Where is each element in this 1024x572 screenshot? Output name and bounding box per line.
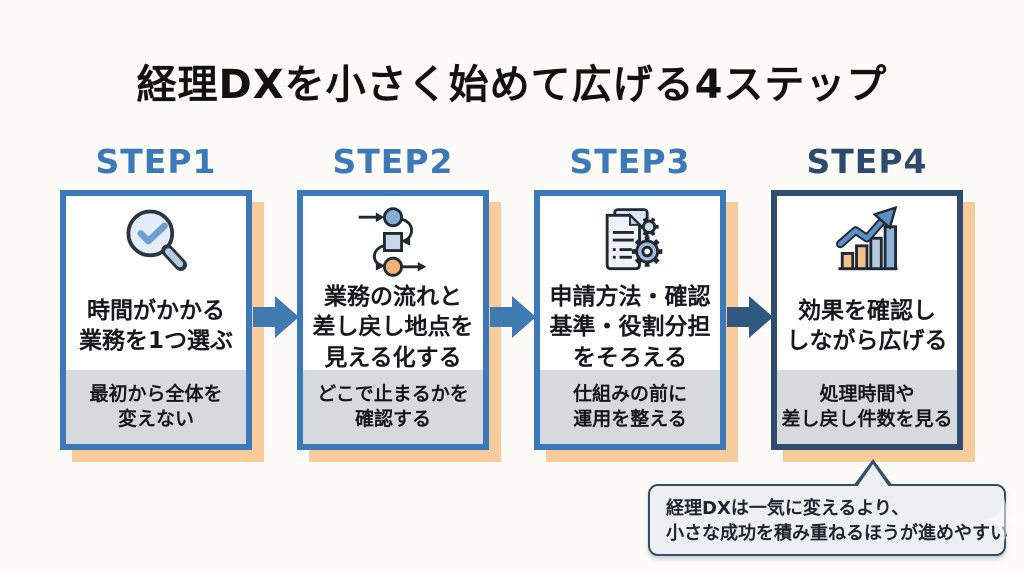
magnifier-check-icon — [116, 202, 196, 282]
step2-card: 業務の流れと 差し戻し地点を 見える化する どこで止まるかを 確認する — [297, 190, 489, 450]
step2-heading: STEP2 — [332, 142, 454, 181]
step4-heading: STEP4 — [806, 142, 928, 181]
step1-main-text: 時間がかかる 業務を1つ選ぶ — [78, 297, 233, 354]
arrow-step2-to-step3-icon — [490, 296, 536, 338]
step3-heading: STEP3 — [569, 142, 691, 181]
step2-main-text: 業務の流れと 差し戻し地点を 見える化する — [312, 284, 474, 370]
growth-chart-icon — [827, 202, 907, 282]
step1-card: 時間がかかる 業務を1つ選ぶ 最初から全体を 変えない — [60, 190, 252, 450]
step1-footer-note: 最初から全体を 変えない — [66, 370, 246, 444]
arrow-step3-to-step4-icon — [727, 296, 773, 338]
step1-heading: STEP1 — [95, 142, 217, 181]
callout-bubble: 経理DXは一気に変えるより、 小さな成功を積み重ねるほうが進めやすい — [648, 459, 1008, 556]
step4-main-text: 効果を確認し しながら広げる — [786, 297, 948, 354]
arrow-step1-to-step2-icon — [253, 296, 299, 338]
step4-footer-note: 処理時間や 差し戻し件数を見る — [777, 370, 957, 444]
callout-line-1: 経理DXは一気に変えるより、 — [666, 498, 910, 519]
step3-card: 申請方法・確認 基準・役割分担 をそろえる 仕組みの前に 運用を整える — [534, 190, 726, 450]
step2-footer-note: どこで止まるかを 確認する — [303, 370, 483, 444]
step3-main-text: 申請方法・確認 基準・役割分担 をそろえる — [549, 284, 711, 370]
page-title: 経理DXを小さく始めて広げる4ステップ — [136, 62, 888, 108]
process-flow-icon — [353, 202, 433, 282]
step4-card: 効果を確認し しながら広げる 処理時間や 差し戻し件数を見る — [771, 190, 963, 450]
step3-footer-note: 仕組みの前に 運用を整える — [540, 370, 720, 444]
callout-line-2: 小さな成功を積み重ねるほうが進めやすい — [666, 522, 1008, 544]
document-gears-icon — [590, 202, 670, 282]
